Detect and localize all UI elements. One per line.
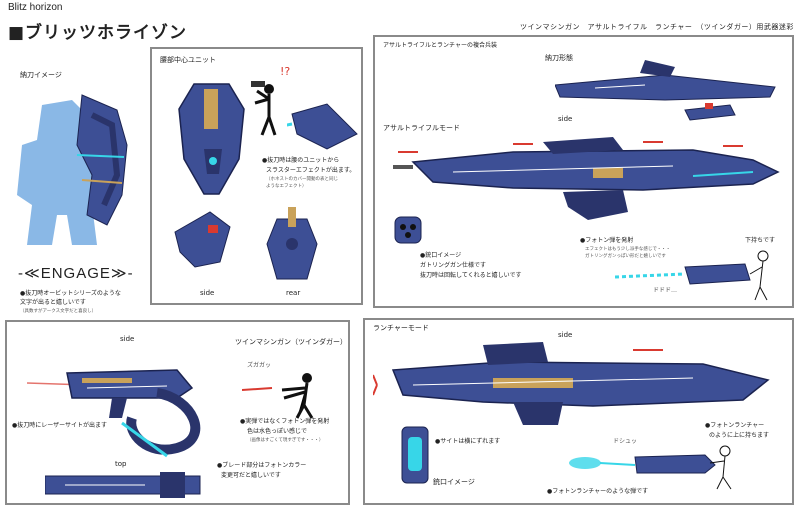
twin-machinegun-side-illustration — [27, 369, 201, 458]
launcher-mode-label: ランチャーモード — [373, 324, 429, 332]
launcher-side-label: side — [558, 331, 573, 339]
twin-laser-note: ●抜刀時にレーザーサイトが出ます — [12, 422, 107, 429]
rifle-sfx: ドドド… — [653, 287, 678, 294]
engage-note-1: ●抜刀時オービットシリーズのような — [20, 290, 121, 297]
launcher-photon-note-1: ●フォトンランチャー — [705, 422, 765, 429]
panel-waist-unit: 腰部中心ユニット !? ●抜刀時は腰のユニットから スラスターエフェクトが出ます… — [150, 47, 363, 305]
sheathed-illustration — [17, 94, 128, 245]
launcher-muzzle-icon — [401, 426, 429, 484]
launcher-muzzle-label: 銃口イメージ — [433, 478, 475, 486]
waist-note-1: ●抜刀時は腰のユニットから — [262, 157, 340, 164]
rifle-sheathed-illustration — [555, 60, 776, 121]
rifle-sheathed-label: 納刀形態 — [545, 54, 573, 62]
twin-firing-stick-figure — [242, 373, 314, 419]
launcher-photon-note-2: のように上に持ちます — [709, 432, 770, 439]
waist-note-4: ようなエフェクト） — [266, 184, 307, 189]
panel-assault-rifle: アサルトライフルとランチャーの複合兵装 納刀形態 side アサルトライフルモー… — [373, 35, 794, 308]
page-title: ■ブリッツホライゾン — [8, 23, 188, 43]
twin-bullet-note-1: ●実弾ではなくフォトン弾を発射 — [240, 418, 330, 425]
rifle-firing-illustration — [615, 250, 769, 301]
launcher-illustration — [373, 342, 770, 425]
twin-bullet-note-2: 色は水色っぽい感じで — [247, 428, 308, 435]
waist-unit-thruster-illustration — [287, 103, 358, 150]
waist-unit-side-illustration — [174, 211, 231, 268]
sheathed-label: 納刀イメージ — [20, 71, 62, 79]
waist-note-2: スラスターエフェクトが出ます。 — [266, 167, 356, 174]
twin-title: ツインマシンガン（ツインダガー） — [235, 338, 347, 346]
rifle-panel-label: アサルトライフルとランチャーの複合兵装 — [383, 42, 497, 49]
brand-title-en: Blitz horizon — [8, 2, 63, 13]
twin-sfx: ズガガッ — [247, 362, 272, 369]
twin-blade-note-1: ●ブレード部分はフォトンカラー — [217, 462, 307, 469]
rifle-muzzle-note-2: ガトリングガン仕様です — [420, 262, 487, 269]
launcher-firing-illustration — [569, 445, 732, 490]
panel-launcher: ランチャーモード side ●サイトは横にずれます 銃口イメージ ●フォトンラン… — [363, 318, 794, 505]
exclaim-text: !? — [280, 65, 291, 78]
assault-rifle-illustration — [393, 137, 780, 220]
rifle-muzzle-note-1: ●銃口イメージ — [420, 252, 462, 259]
rifle-side-label: side — [558, 115, 573, 123]
waist-unit-front-illustration — [178, 83, 245, 195]
rifle-muzzle-note-3: 抜刀時は回転してくれると嬉しいです — [420, 272, 522, 279]
twin-blade-note-2: 変更可だと嬉しいです — [221, 472, 281, 479]
rifle-photon-note-2: エフェクトはもう少し派手な感じで・・・ — [585, 247, 671, 252]
rifle-hold-note: 下持ちです — [745, 237, 776, 244]
waist-side-label: side — [200, 289, 215, 297]
waist-thruster-stick-figure — [251, 81, 277, 136]
waist-unit-rear-illustration — [266, 207, 318, 280]
engage-note-3: （具数すがアークス文字だと喜良し） — [20, 309, 97, 314]
twin-bullet-note-3: （画像はすごくて現すぎです・・・） — [247, 438, 324, 443]
waist-note-3: （ホネストのカバー開動の表と同じ — [266, 177, 338, 182]
twin-top-label: top — [115, 460, 127, 468]
panel-twin-machinegun: side ツインマシンガン（ツインダガー） ●抜刀時にレーザーサイトが出ます ズ… — [5, 320, 350, 505]
rifle-mode-label: アサルトライフルモード — [383, 124, 460, 132]
launcher-shot-note: ●フォトンランチャーのような弾です — [547, 488, 649, 495]
waist-unit-label: 腰部中心ユニット — [160, 56, 216, 64]
waist-rear-label: rear — [286, 289, 301, 297]
launcher-sfx: ドシュッ — [613, 438, 638, 445]
page-subtitle: ツインマシンガン アサルトライフル ランチャー （ツインダガー）用武器迷彩 — [520, 23, 794, 31]
gatling-muzzle-icon — [394, 216, 422, 244]
launcher-sight-note: ●サイトは横にずれます — [435, 438, 501, 445]
twin-side-label: side — [120, 335, 135, 343]
engage-note-2: 文字が出ると嬉しいです — [20, 299, 86, 306]
engage-text: -≪ENGAGE≫- — [18, 265, 134, 282]
rifle-photon-note-3: ガトリングガンっぽい形だと嬉しいです — [585, 254, 666, 259]
rifle-photon-note-1: ●フォトン弾を発射 — [580, 237, 634, 244]
twin-machinegun-top-illustration — [45, 472, 201, 498]
